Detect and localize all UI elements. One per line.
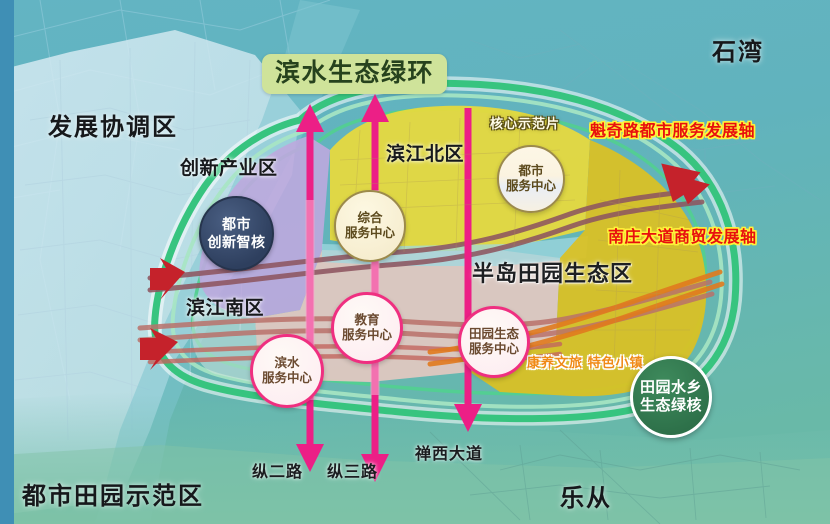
axis-label-nanzhuang-avenue: 南庄大道商贸发展轴: [608, 229, 757, 246]
urban-innovation-core-line2: 创新智核: [207, 233, 266, 250]
rural-eco-service-line1: 田园生态: [468, 326, 519, 341]
corner-label-development-coordination-zone: 发展协调区: [48, 114, 178, 141]
left-edge-strip: [0, 0, 14, 524]
urban-innovation-core-line1: 都市: [222, 216, 251, 233]
corner-label-lecong: 乐从: [560, 485, 612, 512]
corner-label-urban-garden-demo-zone: 都市田园示范区: [22, 483, 204, 510]
comprehensive-service-line2: 服务中心: [344, 226, 395, 240]
urban-service-line2: 服务中心: [505, 179, 556, 193]
sub-label-health-tourism-town: 康养文旅 特色小镇: [527, 355, 643, 371]
node-rural-eco-service-center[interactable]: 田园生态 服务中心: [458, 306, 530, 378]
axis-label-kuiqi-road: 魁奇路都市服务发展轴: [590, 123, 756, 140]
road-label-zong-er-lu: 纵二路: [252, 464, 304, 481]
zone-label-peninsula-rural-eco: 半岛田园生态区: [472, 261, 634, 286]
node-rural-water-green-core[interactable]: 田园水乡 生态绿核: [630, 356, 712, 438]
zone-label-binjiang-north: 滨江北区: [386, 144, 465, 165]
zone-label-binjiang-south: 滨江南区: [186, 298, 265, 319]
rural-water-green-core-line2: 生态绿核: [639, 397, 702, 414]
education-service-line1: 教育: [354, 312, 380, 327]
rural-eco-service-line2: 服务中心: [468, 342, 519, 356]
node-urban-innovation-core[interactable]: 都市 创新智核: [199, 196, 274, 271]
health-tourism-line2: 特色小镇: [587, 355, 644, 370]
node-waterfront-service-center[interactable]: 滨水 服务中心: [250, 334, 324, 408]
waterfront-service-line1: 滨水: [274, 355, 300, 370]
comprehensive-service-line1: 综合: [357, 210, 383, 225]
waterfront-green-ring-title: 滨水生态绿环: [262, 54, 448, 94]
health-tourism-line1: 康养文旅: [527, 355, 584, 370]
node-comprehensive-service-center[interactable]: 综合 服务中心: [334, 190, 406, 262]
waterfront-service-line2: 服务中心: [261, 371, 312, 385]
urban-service-line1: 都市: [518, 163, 544, 178]
node-education-service-center[interactable]: 教育 服务中心: [331, 292, 403, 364]
node-urban-service-center[interactable]: 都市 服务中心: [497, 145, 565, 213]
corner-label-shiwan: 石湾: [712, 39, 764, 66]
rural-water-green-core-line1: 田园水乡: [639, 378, 702, 396]
road-label-zong-san-lu: 纵三路: [327, 464, 379, 481]
sub-label-core-demo-area: 核心示范片: [490, 116, 561, 131]
road-label-chanxi-avenue: 禅西大道: [415, 446, 484, 463]
education-service-line2: 服务中心: [341, 328, 392, 342]
zone-label-innovation-industry: 创新产业区: [180, 158, 278, 179]
